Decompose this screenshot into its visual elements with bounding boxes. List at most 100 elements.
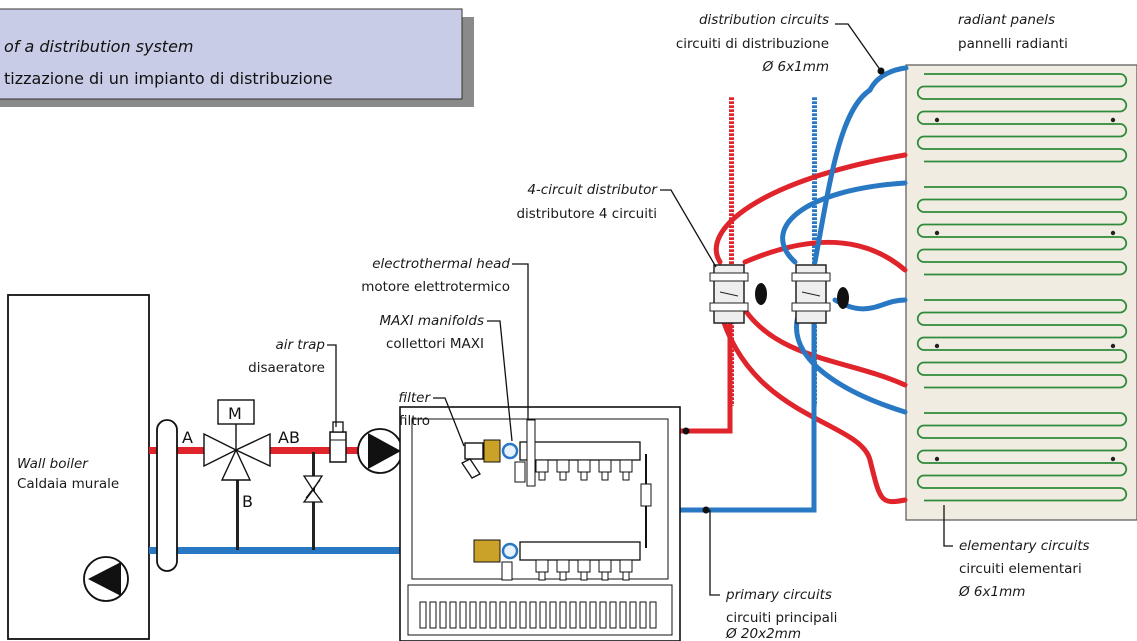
- electrothermal-head-label-it: motore elettrotermico: [361, 279, 510, 295]
- manifold-bypass: [640, 454, 652, 548]
- filter-label-en: filter: [398, 390, 431, 406]
- maxi-manifolds-label-en: MAXI manifolds: [380, 313, 485, 329]
- air-trap-label-en: air trap: [275, 337, 325, 353]
- vent-slot: [549, 601, 557, 629]
- elementary-circuits-label-it: circuiti elementari: [959, 561, 1082, 577]
- primary-circuits-label-en: primary circuits: [725, 587, 832, 603]
- wall-boiler-label-it: Caldaia murale: [17, 476, 119, 492]
- radiant-panels-label-en: radiant panels: [958, 12, 1055, 28]
- distributor-label-en: 4-circuit distributor: [527, 182, 658, 198]
- electrothermal-head-label-en: electrothermal head: [372, 256, 510, 272]
- title-line-2: tizzazione di un impianto di distribuzio…: [4, 69, 333, 88]
- vent-slot: [649, 601, 657, 629]
- elementary-coils: [916, 73, 1128, 502]
- primary-circuits-label-it: circuiti principali: [726, 610, 837, 626]
- elementary-circuits-label-en: elementary circuits: [959, 538, 1090, 554]
- manifold-outlet: [598, 459, 612, 473]
- electrothermal-head: [526, 419, 536, 487]
- outlet-nut: [559, 571, 567, 581]
- air-trap: [329, 421, 347, 463]
- vent-slot: [639, 601, 647, 629]
- outlet-nut: [538, 471, 546, 481]
- vent-slot: [559, 601, 567, 629]
- valve-port-a: A: [182, 428, 193, 447]
- vent-slot: [619, 601, 627, 629]
- vent-slot: [449, 601, 457, 629]
- valve-port-b: B: [242, 492, 253, 511]
- manifold-outlet: [577, 559, 591, 573]
- radiant-panel: [905, 64, 1137, 521]
- vent-slot: [599, 601, 607, 629]
- connection-dot: [682, 427, 690, 435]
- distributor-2: [791, 264, 849, 324]
- vent-slot: [459, 601, 467, 629]
- circulation-pump: [357, 428, 403, 474]
- vent-slot: [569, 601, 577, 629]
- vent-slot: [439, 601, 447, 629]
- vent-slot: [589, 601, 597, 629]
- check-valve: [302, 475, 324, 503]
- vent-slot: [429, 601, 437, 629]
- coil-loop: [916, 186, 1128, 276]
- outlet-nut: [601, 471, 609, 481]
- valve-port-ab: AB: [278, 428, 300, 447]
- distributor-1: [709, 264, 767, 324]
- radiant-panels-label-it: pannelli radianti: [958, 36, 1068, 52]
- vent-slot: [629, 601, 637, 629]
- outlet-nut: [538, 571, 546, 581]
- vent-slot: [479, 601, 487, 629]
- vent-slot: [489, 601, 497, 629]
- outlet-nut: [601, 571, 609, 581]
- vent-slot: [509, 601, 517, 629]
- manifold-outlet: [619, 459, 633, 473]
- maxi-manifolds-label-it: collettori MAXI: [386, 336, 484, 352]
- hot-riser-line: [729, 96, 734, 406]
- manifold-outlet: [556, 559, 570, 573]
- distribution-circuits-label-en: distribution circuits: [699, 12, 829, 28]
- leader-lines: [327, 23, 953, 596]
- elementary-circuits-size: Ø 6x1mm: [958, 584, 1025, 600]
- vent-slot: [469, 601, 477, 629]
- vent-slot: [419, 601, 427, 629]
- coil-loop: [916, 299, 1128, 389]
- coil-loop: [916, 412, 1128, 502]
- cabinet-vents: [419, 601, 657, 629]
- vent-slot: [519, 601, 527, 629]
- vent-slot: [609, 601, 617, 629]
- vent-slot: [539, 601, 547, 629]
- mixing-valve: M A AB B: [182, 399, 300, 511]
- outlet-nut: [580, 571, 588, 581]
- distribution-circuits-label-it: circuiti di distribuzione: [676, 36, 829, 52]
- valve-motor-label: M: [228, 404, 242, 423]
- filter: [461, 442, 484, 479]
- connection-dot: [702, 506, 710, 514]
- outlet-nut: [622, 571, 630, 581]
- outlet-nut: [559, 471, 567, 481]
- filter-label-it: filtro: [399, 413, 430, 429]
- panel-dots: [934, 117, 1116, 462]
- manifold-outlet: [577, 459, 591, 473]
- wall-boiler: Wall boiler Caldaia murale: [7, 294, 150, 640]
- manifold-outlet: [556, 459, 570, 473]
- air-trap-label-it: disaeratore: [248, 360, 325, 376]
- distributor-label-it: distributore 4 circuiti: [516, 206, 657, 222]
- supply-manifold: [483, 439, 641, 483]
- manifold-outlet: [535, 459, 549, 473]
- title-line-1: of a distribution system: [4, 37, 194, 56]
- coil-loop: [916, 73, 1128, 163]
- return-manifold: [473, 539, 641, 581]
- hydraulic-separator: [156, 419, 178, 572]
- title-box: of a distribution system tizzazione di u…: [0, 8, 474, 107]
- manifold-outlet: [598, 559, 612, 573]
- distribution-circuits-size: Ø 6x1mm: [762, 59, 829, 75]
- wall-boiler-label-en: Wall boiler: [17, 456, 89, 472]
- vent-slot: [579, 601, 587, 629]
- vent-slot: [499, 601, 507, 629]
- outlet-nut: [622, 471, 630, 481]
- manifold-outlet: [619, 559, 633, 573]
- outlet-nut: [580, 471, 588, 481]
- vent-slot: [529, 601, 537, 629]
- manifold-outlet: [535, 559, 549, 573]
- primary-circuits-size: Ø 20x2mm: [725, 626, 801, 641]
